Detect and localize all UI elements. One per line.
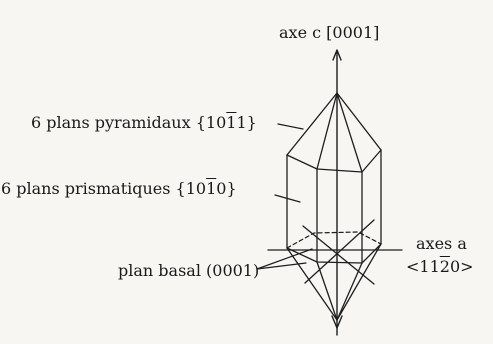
a-axes-index-bar: 2	[439, 257, 450, 276]
lower-pyramid-edge	[316, 261, 338, 321]
pyramid-edge	[336, 92, 363, 173]
prismatic-label-prefix: 6 plans prismatiques {10	[1, 179, 207, 198]
lower-pyramid-edge	[336, 262, 363, 321]
leader-pyramidal	[277, 123, 304, 130]
prismatic-label-bar: 1	[206, 179, 217, 198]
prismatic-label-suffix: 0}	[216, 179, 237, 198]
pyramidal-label-prefix: 6 plans pyramidaux {10	[31, 113, 227, 132]
a-axes-label-line1: axes a	[416, 236, 467, 252]
c-axis-label: axe c [0001]	[279, 25, 379, 41]
pyramid-edge	[286, 92, 338, 156]
a-axes-label-line2: <1120>	[406, 259, 474, 275]
lower-pyramid-edge	[286, 247, 338, 321]
c-axis-arrow-bottom	[331, 315, 343, 329]
leader-basal	[256, 248, 313, 270]
c-axis-label-text: axe c [0001]	[279, 23, 380, 42]
a-axes-index-suffix: 0>	[449, 257, 474, 276]
pyramid-edge	[336, 92, 382, 151]
leader-basal	[256, 262, 307, 270]
upper-hexagon	[286, 149, 382, 173]
basal-label-text: plan basal (0001)	[118, 261, 260, 280]
a-axes-label-text: axes a	[416, 234, 467, 253]
leader-prismatic	[274, 194, 301, 203]
c-axis-arrow-top	[332, 49, 342, 61]
basal-plane-label: plan basal (0001)	[118, 263, 259, 279]
basal-front-edges	[286, 243, 382, 264]
pyramid-edge	[316, 92, 338, 170]
a-axes-index-prefix: <11	[406, 257, 440, 276]
prismatic-planes-label: 6 plans prismatiques {1010}	[1, 181, 237, 197]
basal-hidden-edges	[286, 231, 382, 249]
lower-pyramid-edge	[336, 243, 382, 321]
pyramidal-label-suffix: 1}	[236, 113, 257, 132]
a-axis-diagonal-2	[304, 219, 375, 284]
pyramidal-planes-label: 6 plans pyramidaux {1011}	[31, 115, 257, 131]
pyramidal-label-bar: 1	[226, 113, 237, 132]
a-axis-diagonal-1	[302, 225, 375, 285]
